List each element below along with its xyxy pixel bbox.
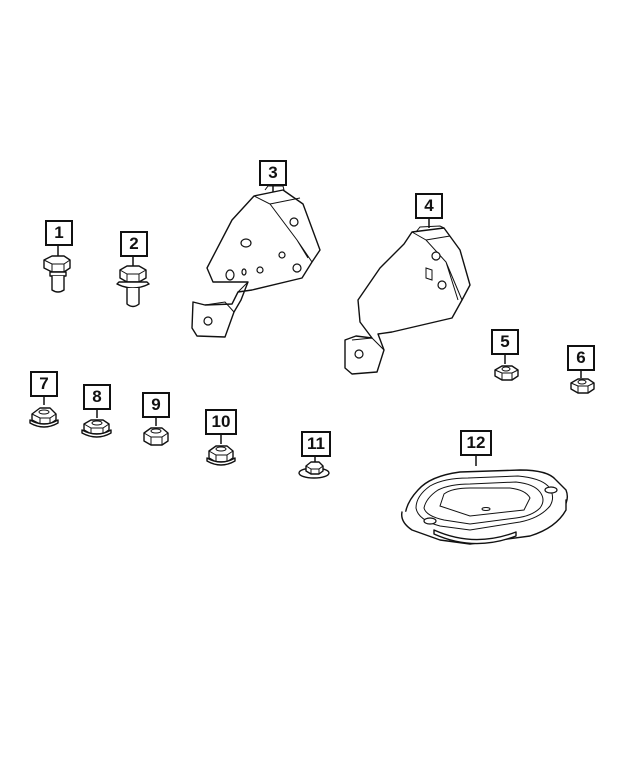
part-7-nut [29,407,59,428]
part-1-bolt [43,255,71,293]
part-10-nut [206,445,236,466]
callout-3: 3 [259,160,287,186]
callout-12: 12 [460,430,492,456]
callout-8: 8 [83,384,111,410]
part-4-bracket [344,225,471,375]
callout-9: 9 [142,392,170,418]
part-3-bracket [191,185,321,338]
part-6-nut [570,378,595,394]
callout-1: 1 [45,220,73,246]
callout-11: 11 [301,431,331,457]
callout-2: 2 [120,231,148,257]
leader-lines [43,185,582,466]
callout-10: 10 [205,409,237,435]
part-8-nut [81,419,112,438]
callout-4: 4 [415,193,443,219]
callout-5: 5 [491,329,519,355]
part-11-washer-nut [298,461,330,479]
part-12-gasket [401,469,569,545]
callout-6: 6 [567,345,595,371]
callout-7: 7 [30,371,58,397]
part-2-bolt [116,265,150,308]
part-5-nut [494,365,519,381]
part-9-nut [143,427,169,446]
